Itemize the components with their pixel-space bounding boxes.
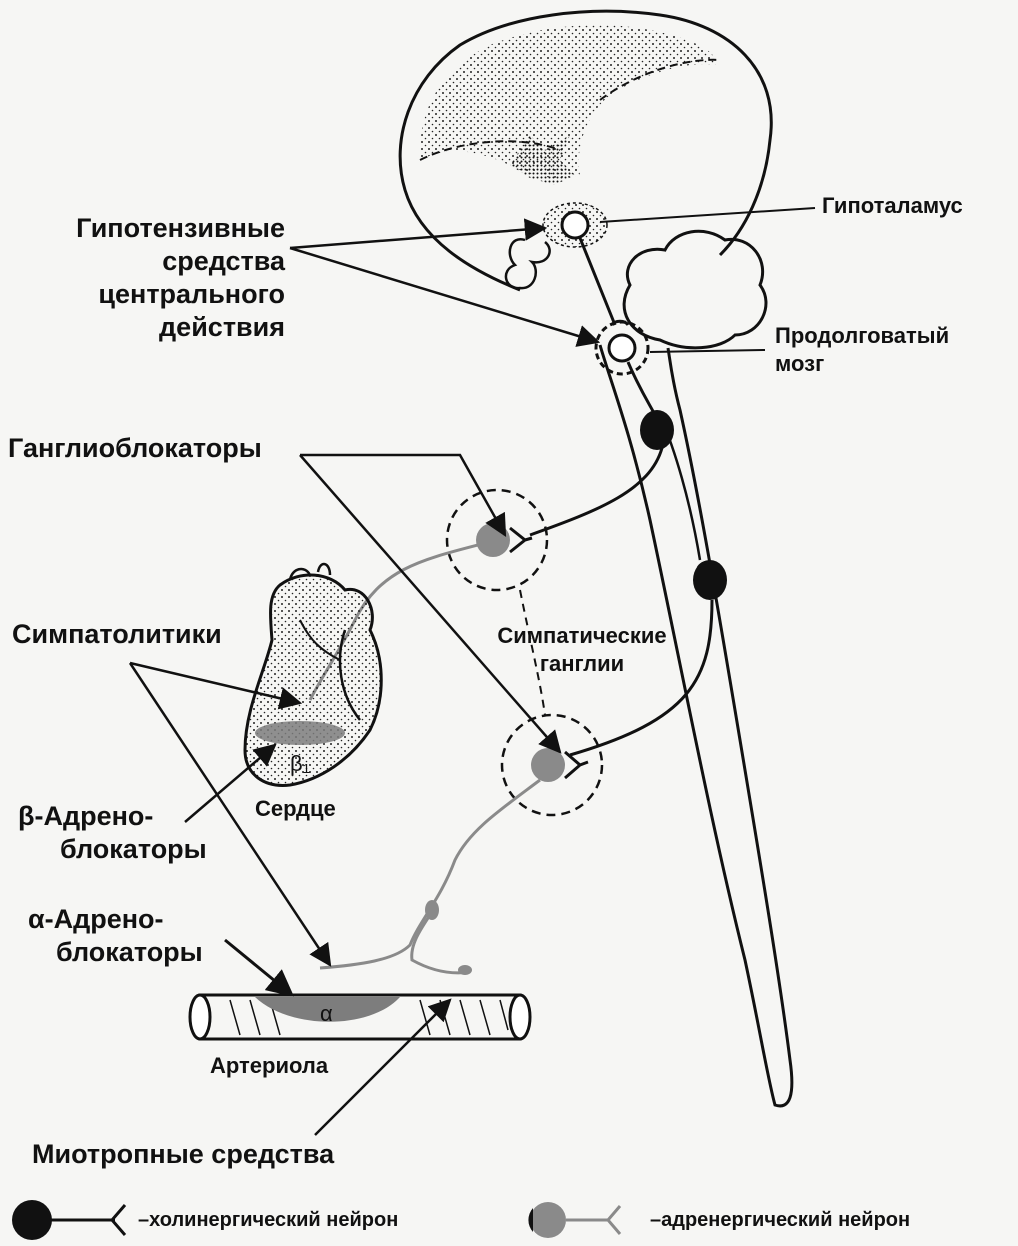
hypothalamus-label: Гипоталамус [822,193,963,218]
legend-adrenergic-text: –адренергический нейрон [650,1209,911,1231]
alpha-label: α [320,1001,333,1026]
arrow-sympatholytics-heart [129,661,303,710]
hypotensive-line-3: центрального [98,279,285,309]
alpha-blockers-line-1: α-Адрено- [28,904,164,934]
medulla-label: Продолговатый мозг [775,322,949,378]
hypotensive-line-1: Гипотензивные [76,213,285,243]
legend-cholinergic-text: –холинергический нейрон [138,1209,399,1231]
heart-inner-line [299,619,341,661]
ganglion-lower-synapse [564,750,589,780]
hypothalamus-medulla-fiber [578,237,617,326]
heart-beta1-receptor [255,721,345,745]
preganglionic-fiber-lower [569,599,714,757]
arteriole-label: Артериола [210,1053,329,1078]
ganglion-upper-synapse [509,526,533,554]
medulla-spinal-fiber [626,361,657,416]
ganglia-link [519,589,546,716]
line-hypothalamus-label [599,207,816,223]
lower-neuron-synapse [696,560,722,569]
hypotensive-line-4: действия [159,312,285,342]
ganglia-line-2: ганглии [539,651,625,676]
spinal-cord [598,344,794,1108]
ganglion-upper-neuron [476,523,510,557]
arrow-ganglioblockers-lower [299,454,562,754]
arrow-myotropic [314,998,452,1136]
medulla-synapse [610,319,630,326]
medulla-neuron [607,333,637,363]
myotropic-label: Миотропные средства [32,1139,335,1169]
arteriole-vessel [188,993,532,1041]
heart-vessels [288,562,332,581]
arrow-alpha-blockers [224,938,295,997]
medulla-line-1: Продолговатый [775,323,950,348]
preganglionic-neuron-lower [693,560,727,600]
heart-septum [338,629,361,721]
ganglioblockers-label: Ганглиоблокаторы [8,433,262,463]
beta-blockers-line-1: β-Адрено- [18,801,154,831]
sympathetic-ganglia-label: Симпатические ганглии [462,622,702,678]
heart-label: Сердце [255,796,336,821]
hypothalamus-neuron [560,210,590,240]
ganglia-line-1: Симпатические [497,623,667,648]
arteriole-terminals [410,914,471,975]
arrow-beta-blockers [184,743,277,823]
arrow-sympatholytics-arteriole [128,662,332,967]
cortex-region [419,25,716,178]
beta-blockers-line-2: блокаторы [60,834,207,864]
arrow-hypotensive-hypothalamus [289,218,548,250]
beta-blockers-label: β-Адрено- блокаторы [18,800,207,866]
alpha-blockers-line-2: блокаторы [56,937,203,967]
ganglion-upper-boundary [445,488,549,592]
varicosity-2 [458,965,472,975]
line-medulla-label [649,349,766,353]
medulla-line-2: мозг [775,351,825,376]
cortex-dense [510,135,575,185]
beta1-label: β₁ [290,751,311,776]
ganglion-lower-neuron [531,748,565,782]
brain-outline [398,9,773,292]
cerebellum [622,229,768,350]
preganglionic-neuron-upper [640,410,674,450]
arrow-hypotensive-medulla [289,246,601,347]
hypotensive-label: Гипотензивные средства центрального дейс… [76,212,285,344]
pituitary [504,237,551,290]
preganglionic-fiber-upper [529,447,664,537]
legend-adrenergic-symbol [528,1202,622,1238]
hypotensive-line-2: средства [162,246,285,276]
arrow-ganglioblockers-upper [300,453,507,537]
ganglion-lower-boundary [500,713,604,817]
varicosity-1 [425,900,439,920]
alpha-blockers-label: α-Адрено- блокаторы [28,903,203,969]
cortex-boundary [419,140,561,161]
cortex-boundary-top [599,58,721,101]
sympatholytics-label: Симпатолитики [12,619,222,649]
postganglionic-fiber-arteriole [319,778,541,970]
legend-cholinergic-symbol [12,1200,127,1240]
